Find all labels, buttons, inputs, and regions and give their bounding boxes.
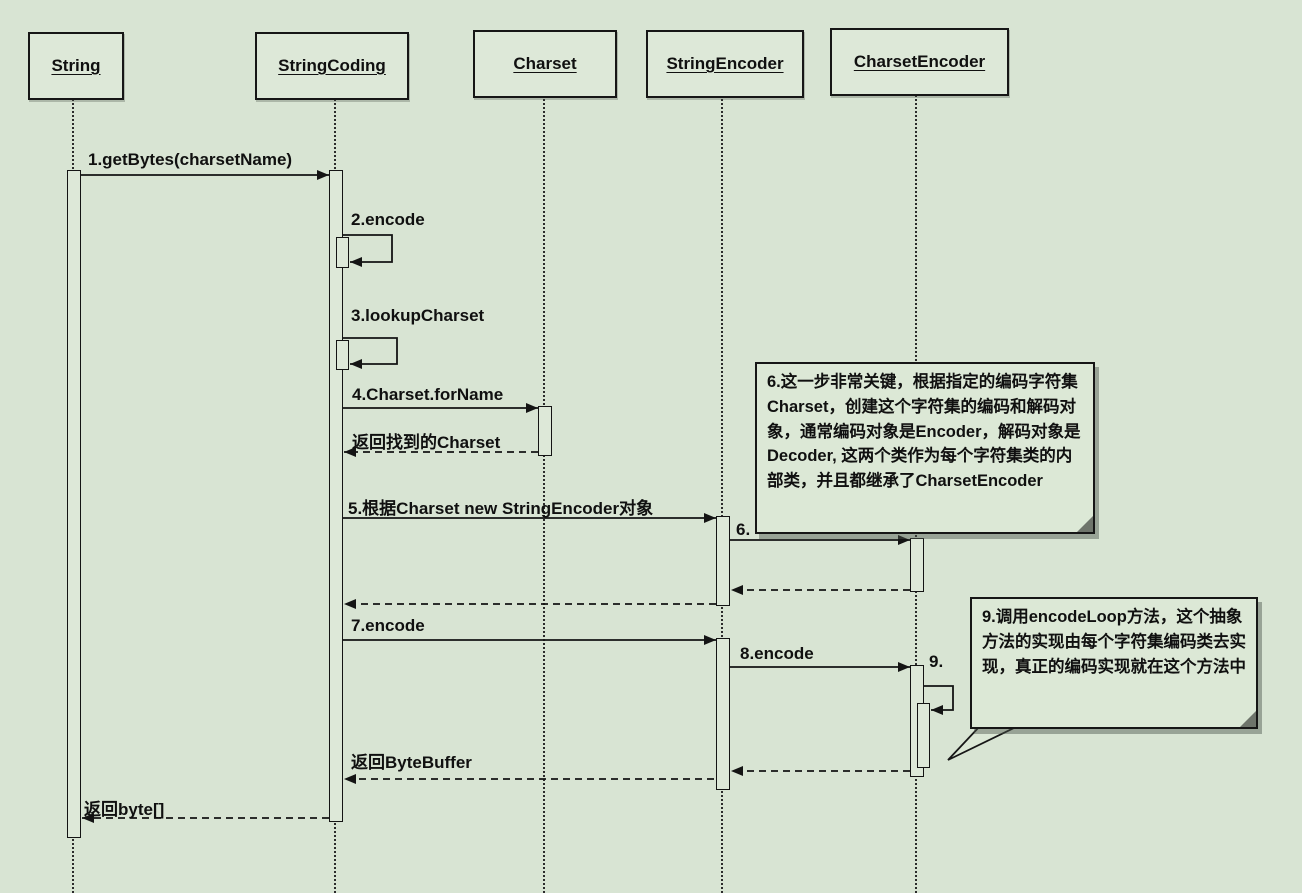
participant-string: String xyxy=(28,32,124,100)
message-2-label: 2.encode xyxy=(351,210,425,229)
note-fold xyxy=(1077,516,1093,532)
return-bytebuffer-label: 返回ByteBuffer xyxy=(351,753,472,772)
activation-encodeloop-stub xyxy=(917,703,930,768)
activation-charset xyxy=(538,406,552,456)
note-6: 6.这一步非常关键，根据指定的编码字符集Charset，创建这个字符集的编码和解… xyxy=(755,362,1095,534)
note-fold xyxy=(1240,711,1256,727)
note-6-text: 6.这一步非常关键，根据指定的编码字符集Charset，创建这个字符集的编码和解… xyxy=(767,373,1081,490)
participant-charsetencoder: CharsetEncoder xyxy=(830,28,1009,96)
message-1-label: 1.getBytes(charsetName) xyxy=(88,150,293,169)
participant-stringencoder: StringEncoder xyxy=(646,30,804,98)
activation-stringencoder-2 xyxy=(716,638,730,790)
message-5-label: 5.根据Charset new StringEncoder对象 xyxy=(348,499,654,518)
return-charset-label: 返回找到的Charset xyxy=(352,433,501,452)
activation-lookupcharset-stub xyxy=(336,340,349,370)
lifeline-charset xyxy=(543,94,545,893)
participant-stringcoding-label: StringCoding xyxy=(278,56,386,75)
participant-string-label: String xyxy=(51,56,101,75)
message-3-self-arrow xyxy=(343,337,398,369)
message-7-label: 7.encode xyxy=(351,616,425,635)
participant-charset-label: Charset xyxy=(513,54,577,73)
message-8-label: 8.encode xyxy=(740,644,814,663)
activation-string xyxy=(67,170,81,838)
activation-stringencoder-1 xyxy=(716,516,730,606)
lifeline-stringencoder xyxy=(721,94,723,893)
activation-charsetencoder-1 xyxy=(910,538,924,592)
participant-stringencoder-label: StringEncoder xyxy=(666,54,784,73)
note-9-text: 9.调用encodeLoop方法，这个抽象方法的实现由每个字符集编码类去实现，真… xyxy=(982,608,1246,676)
activation-stringcoding xyxy=(329,170,343,822)
note-9-pointer xyxy=(947,725,1019,761)
message-9-self-arrow xyxy=(924,685,954,715)
participant-charset: Charset xyxy=(473,30,617,98)
return-byte-array-label: 返回byte[] xyxy=(84,800,165,819)
participant-charsetencoder-label: CharsetEncoder xyxy=(853,52,986,71)
note-9: 9.调用encodeLoop方法，这个抽象方法的实现由每个字符集编码类去实现，真… xyxy=(970,597,1258,729)
message-2-self-arrow xyxy=(343,234,393,267)
activation-encode-stub xyxy=(336,237,349,268)
message-3-label: 3.lookupCharset xyxy=(351,306,485,325)
participant-stringcoding: StringCoding xyxy=(255,32,409,100)
message-9-label: 9. xyxy=(929,652,944,671)
message-6-label: 6. xyxy=(736,520,751,539)
message-4-label: 4.Charset.forName xyxy=(352,385,504,404)
